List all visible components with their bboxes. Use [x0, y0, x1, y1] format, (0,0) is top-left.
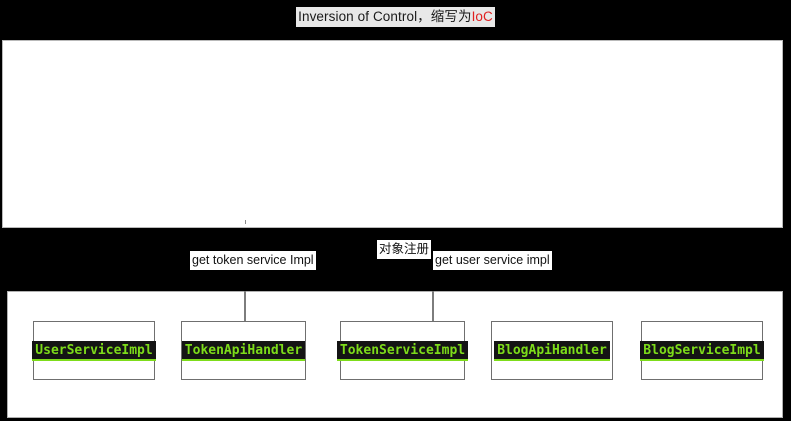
annotation-object-registration: 对象注册	[377, 240, 432, 259]
class-box-label: BlogApiHandler	[494, 340, 610, 361]
page-title-prefix: Inversion of Control，缩写为	[298, 9, 472, 24]
connector-to-token-api-handler	[244, 291, 246, 322]
page-title-accent: IoC	[471, 9, 493, 24]
class-box-user-service-impl[interactable]: UserServiceImpl	[32, 321, 156, 380]
class-box-blog-api-handler[interactable]: BlogApiHandler	[491, 321, 613, 380]
class-box-token-service-impl[interactable]: TokenServiceImpl	[336, 321, 469, 380]
top-content-panel	[2, 40, 783, 228]
class-box-label: TokenServiceImpl	[336, 340, 469, 361]
annotation-get-token-service-impl: get token service Impl	[190, 251, 316, 270]
title-bar: Inversion of Control，缩写为IoC	[0, 0, 791, 34]
connector-stub-mark	[245, 220, 246, 224]
class-box-label: UserServiceImpl	[32, 340, 156, 361]
class-box-token-api-handler[interactable]: TokenApiHandler	[181, 321, 306, 380]
page-title: Inversion of Control，缩写为IoC	[296, 7, 495, 27]
class-box-blog-service-impl[interactable]: BlogServiceImpl	[640, 321, 764, 380]
connector-to-token-service-impl	[432, 291, 434, 322]
class-box-label: BlogServiceImpl	[640, 340, 764, 361]
class-box-label: TokenApiHandler	[181, 340, 306, 361]
annotation-get-user-service-impl: get user service impl	[433, 251, 552, 270]
